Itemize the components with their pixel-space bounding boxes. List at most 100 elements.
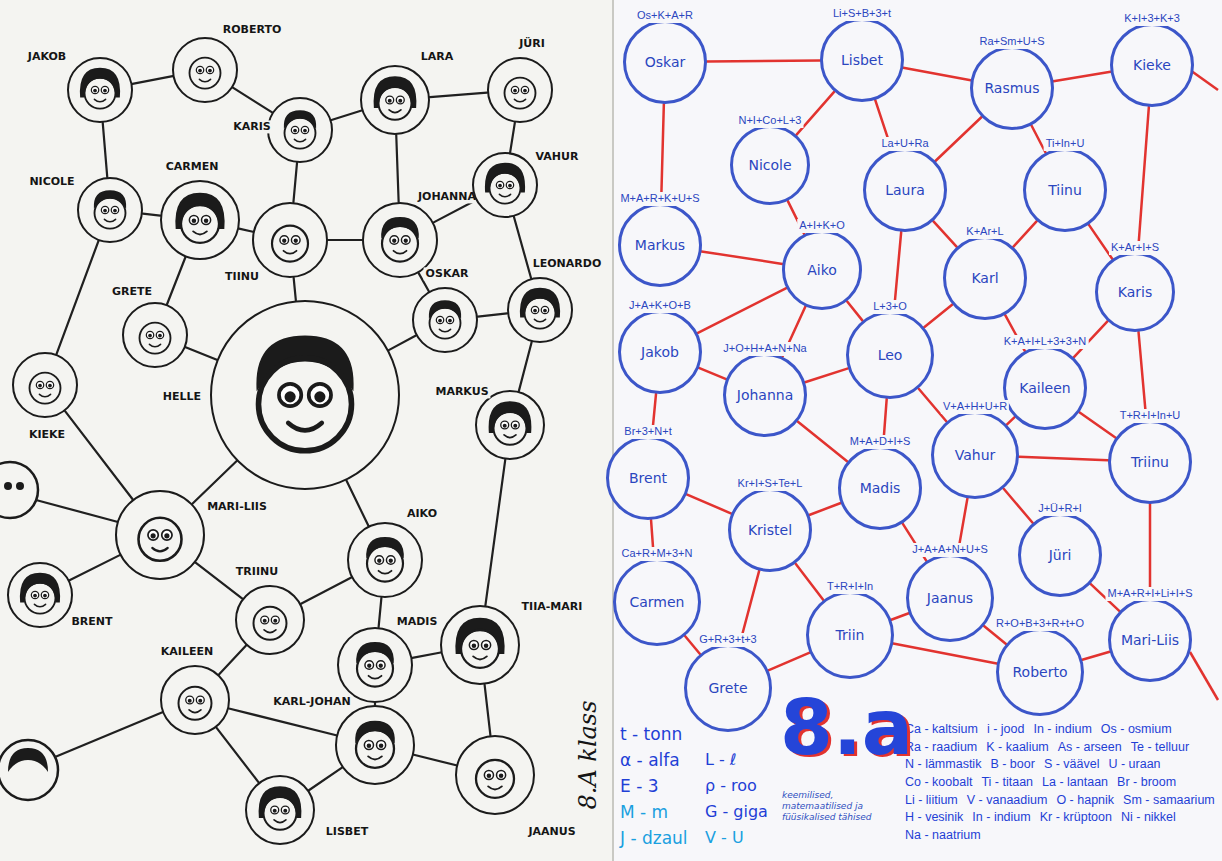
pupil xyxy=(392,239,396,243)
eye xyxy=(146,331,153,338)
name-circle: J+A+A+N+U+SJaanus xyxy=(906,554,994,642)
face-drawing xyxy=(79,179,141,241)
cut-off-line xyxy=(36,500,118,522)
name-label: MARI-LIIS xyxy=(205,500,269,513)
eye xyxy=(484,770,493,779)
connector xyxy=(707,60,820,61)
face-outline xyxy=(85,78,116,109)
eye xyxy=(41,591,48,598)
eye xyxy=(271,806,279,814)
eye xyxy=(364,740,373,749)
connector xyxy=(699,368,726,379)
name-circle: Ca+R+M+3+NCarmen xyxy=(613,558,701,646)
pupil xyxy=(523,89,527,93)
name-label: TRIINU xyxy=(234,565,280,578)
connector xyxy=(143,214,160,216)
face-drawing xyxy=(212,302,398,488)
hair xyxy=(429,300,461,319)
connector xyxy=(1007,417,1015,425)
face-drawing xyxy=(237,587,303,653)
pupil xyxy=(43,594,47,598)
hair xyxy=(284,110,316,129)
name-circle: La+U+RaLaura xyxy=(863,148,947,232)
eye xyxy=(446,316,453,323)
name-label: LARA xyxy=(419,50,456,63)
pupil xyxy=(273,809,277,813)
pupil xyxy=(192,218,197,223)
connector xyxy=(1019,457,1108,461)
face-drawing xyxy=(247,777,313,843)
face-drawing xyxy=(509,279,571,341)
connector xyxy=(294,278,296,301)
name-text: Jaanus xyxy=(927,590,973,606)
pupil xyxy=(303,129,307,133)
cut-off-eye xyxy=(4,482,12,490)
legend-entry: Ra - raadium xyxy=(905,740,977,756)
eye xyxy=(401,236,410,245)
hair xyxy=(94,190,126,209)
pupil xyxy=(38,384,42,388)
eye xyxy=(91,86,98,93)
smile xyxy=(149,344,160,346)
face-outline xyxy=(490,173,521,204)
pupil xyxy=(398,99,402,103)
connector xyxy=(56,241,98,354)
connector xyxy=(229,708,336,735)
eye xyxy=(196,66,203,73)
face-drawing xyxy=(254,204,326,276)
name-text: Mari-Liis xyxy=(1121,632,1179,648)
smile xyxy=(152,548,167,551)
connector xyxy=(396,135,398,202)
eye xyxy=(531,306,538,313)
legend-entry: As - arseen xyxy=(1058,740,1122,756)
formula-label: K+A+I+L+3+3+N xyxy=(1002,335,1089,349)
face-circle: HELLE xyxy=(210,300,400,490)
eye xyxy=(206,66,213,73)
face-drawing xyxy=(117,492,203,578)
eye xyxy=(291,236,300,245)
face-outline xyxy=(139,518,182,561)
name-text: Vahur xyxy=(955,447,996,463)
face-drawing xyxy=(414,289,476,351)
name-circle: R+O+B+3+R+t+ORoberto xyxy=(996,628,1084,716)
eye xyxy=(541,306,548,313)
connector xyxy=(1013,221,1036,247)
name-text: Kieke xyxy=(1133,57,1171,73)
connector xyxy=(379,598,382,627)
connector xyxy=(346,480,368,525)
pupil xyxy=(208,69,212,73)
eye xyxy=(162,530,172,540)
formula-label: Os+K+A+R xyxy=(635,9,695,23)
smile xyxy=(189,710,201,713)
pupil xyxy=(404,239,408,243)
face-outline xyxy=(379,87,412,120)
smile xyxy=(368,756,382,759)
eye xyxy=(309,384,331,406)
connector xyxy=(697,288,786,333)
face-drawing xyxy=(174,39,236,101)
connector xyxy=(796,92,834,135)
eye xyxy=(521,86,528,93)
face-outline xyxy=(505,78,536,109)
pupil xyxy=(379,743,384,748)
face-outline xyxy=(494,412,527,445)
name-label: MARKUS xyxy=(433,385,490,398)
connector xyxy=(434,200,476,222)
connector xyxy=(219,646,246,675)
eye xyxy=(101,206,108,213)
connector xyxy=(1003,489,1032,523)
smile xyxy=(389,110,401,113)
smile xyxy=(369,676,382,679)
formula-label: T+R+I+In+U xyxy=(1118,409,1183,423)
name-text: Johanna xyxy=(737,387,793,403)
name-circle: L+3+OLeo xyxy=(846,311,934,399)
legend-entry: Sm - samaarium xyxy=(1123,793,1215,809)
legend-entry: H - vesinik xyxy=(905,810,963,826)
eye xyxy=(365,661,374,670)
eye xyxy=(36,381,43,388)
formula-label: Ra+Sm+U+S xyxy=(977,35,1046,49)
face-drawing xyxy=(162,182,238,258)
pupil xyxy=(533,309,537,313)
legend-entry: Li - liitium xyxy=(905,793,958,809)
name-circle: A+I+K+OAiko xyxy=(782,230,862,310)
